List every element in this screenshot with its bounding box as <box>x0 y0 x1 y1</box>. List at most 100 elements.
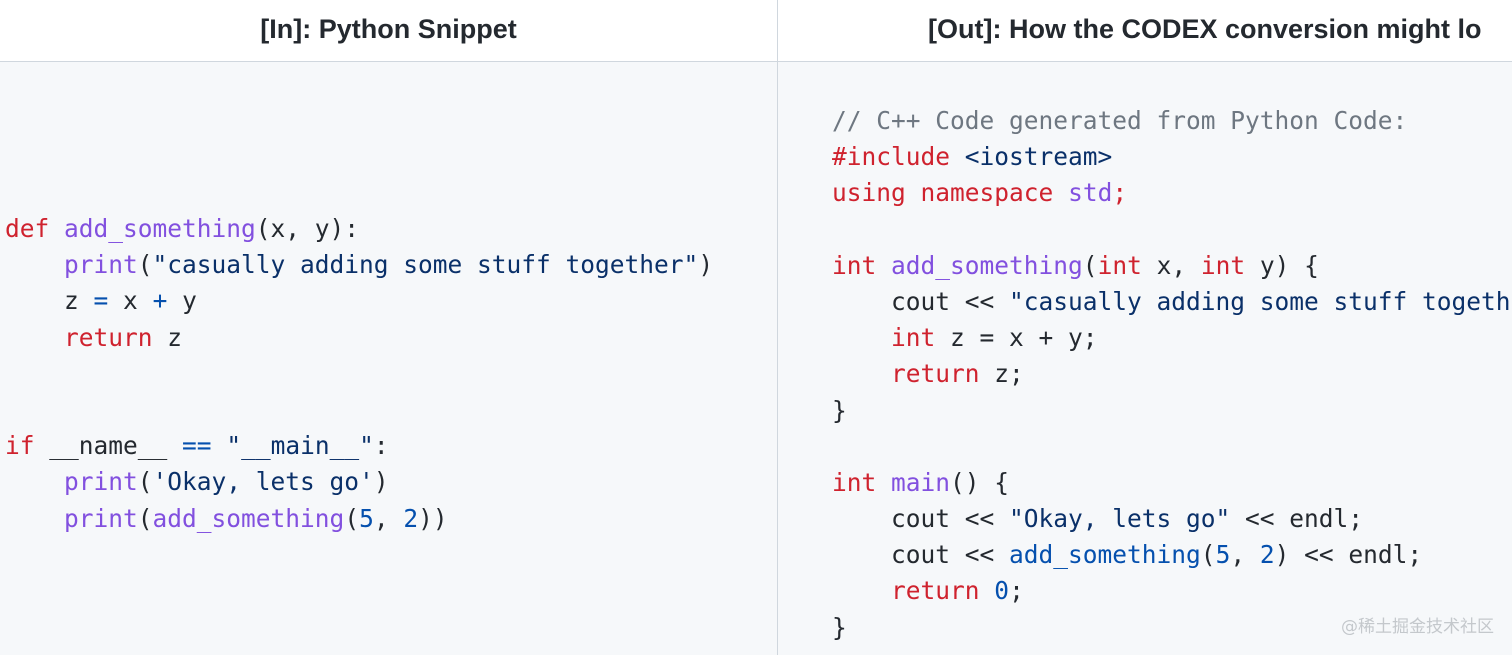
code-keyword: #include <box>832 142 951 172</box>
code-operator: = <box>93 286 109 316</box>
code-indent <box>832 576 891 605</box>
code-text: ( <box>1200 540 1216 570</box>
cpp-code-cell: // C++ Code generated from Python Code: #… <box>778 62 1512 655</box>
code-comment: // C++ Code generated from Python Code: <box>832 106 1408 135</box>
code-text: ) <box>698 250 714 280</box>
code-text: : <box>373 431 389 461</box>
code-text: ( <box>137 467 153 497</box>
code-function: add_something <box>1009 540 1201 570</box>
code-text <box>876 251 891 280</box>
code-text <box>876 468 891 497</box>
code-blank-line <box>5 392 713 428</box>
code-line: return z; <box>832 356 1511 392</box>
code-text: )) <box>418 503 448 533</box>
code-brace: } <box>832 395 847 425</box>
code-function: print <box>64 503 138 533</box>
code-text: ) << endl; <box>1274 540 1423 570</box>
code-number: 0 <box>994 576 1010 606</box>
code-number: 5 <box>1215 540 1231 570</box>
code-brace: } <box>832 612 847 642</box>
code-text: __name__ <box>34 431 183 461</box>
code-text: << endl; <box>1230 504 1364 534</box>
code-text: , <box>373 503 404 533</box>
code-operator: == <box>182 431 212 461</box>
code-number: 5 <box>359 503 374 533</box>
code-number: 2 <box>403 503 419 533</box>
code-line: int main() { <box>832 465 1511 501</box>
code-text <box>950 142 965 171</box>
code-string: "casually adding some stuff togeth <box>1009 286 1511 316</box>
code-function: print <box>64 467 138 497</box>
code-text: cout << <box>891 286 1010 316</box>
code-indent <box>832 323 891 352</box>
code-indent <box>832 359 891 388</box>
code-line: cout << "Okay, lets go" << endl; <box>832 501 1511 537</box>
code-function: main <box>891 467 951 497</box>
code-line: int add_something(int x, int y) { <box>832 248 1511 284</box>
code-indent <box>832 540 891 569</box>
code-function: print <box>64 250 138 280</box>
code-line: int z = x + y; <box>832 320 1511 356</box>
header-codex-conversion: [Out]: How the CODEX conversion might lo <box>778 0 1512 61</box>
code-string: 'Okay, lets go' <box>152 467 374 497</box>
code-string: <iostream> <box>964 142 1113 172</box>
code-indent <box>5 286 64 315</box>
watermark: @稀土掘金技术社区 <box>1341 617 1494 637</box>
code-indent <box>5 467 64 496</box>
code-operator: + <box>152 286 168 316</box>
code-line: cout << add_something(5, 2) << endl; <box>832 537 1511 573</box>
code-keyword: return <box>64 322 153 352</box>
code-keyword: def <box>5 214 50 243</box>
code-line: print(add_something(5, 2)) <box>5 501 713 537</box>
table-header-row: [In]: Python Snippet [Out]: How the CODE… <box>0 0 1512 62</box>
code-blank-line <box>832 429 1511 465</box>
code-keyword: return <box>891 359 980 389</box>
code-indent <box>832 504 891 533</box>
code-keyword: int <box>891 323 936 353</box>
code-text: y <box>167 286 197 316</box>
code-string: "Okay, lets go" <box>1009 504 1231 534</box>
code-line: #include <iostream> <box>832 139 1511 175</box>
code-text: z = x + y; <box>935 323 1098 353</box>
code-text: ( <box>344 503 360 533</box>
code-keyword: if <box>5 431 35 461</box>
code-keyword: int <box>832 250 877 280</box>
code-number: 2 <box>1259 540 1275 570</box>
code-keyword: int <box>832 467 877 497</box>
code-text: z <box>152 322 183 352</box>
code-text <box>906 178 921 207</box>
code-line: def add_something(x, y): <box>5 211 713 247</box>
code-keyword: ; <box>1112 178 1128 208</box>
code-line: z = x + y <box>5 283 713 319</box>
code-string: "__main__" <box>226 431 374 461</box>
code-text: , <box>1230 540 1260 570</box>
header-python-snippet: [In]: Python Snippet <box>260 14 517 44</box>
code-text: ( <box>1082 250 1098 280</box>
header-codex-conversion-label: [Out]: How the CODEX conversion might lo <box>928 14 1482 44</box>
code-text: ( <box>137 250 153 280</box>
code-indent <box>832 287 891 316</box>
code-text: y) { <box>1245 250 1319 280</box>
code-line: using namespace std; <box>832 175 1511 211</box>
code-text <box>212 431 227 460</box>
code-text: ) <box>373 467 389 497</box>
code-keyword: int <box>1200 250 1246 280</box>
column-divider <box>777 0 778 655</box>
code-text: x, <box>1141 250 1201 280</box>
code-text: cout << <box>891 540 1010 570</box>
code-text: z <box>64 286 94 316</box>
code-line: return z <box>5 320 713 356</box>
code-line: cout << "casually adding some stuff toge… <box>832 284 1511 320</box>
code-function: add_something <box>891 250 1083 280</box>
code-text: () { <box>950 467 1010 497</box>
python-code-cell: def add_something(x, y): print("casually… <box>0 62 777 655</box>
code-blank-line <box>832 212 1511 248</box>
code-line: return 0; <box>832 573 1511 609</box>
code-line: print("casually adding some stuff togeth… <box>5 247 713 283</box>
code-blank-line <box>5 356 713 392</box>
code-keyword: namespace <box>920 178 1054 208</box>
code-text <box>1053 178 1068 207</box>
code-text: cout << <box>891 504 1010 534</box>
code-indent <box>5 504 64 533</box>
code-function: std <box>1068 178 1113 208</box>
